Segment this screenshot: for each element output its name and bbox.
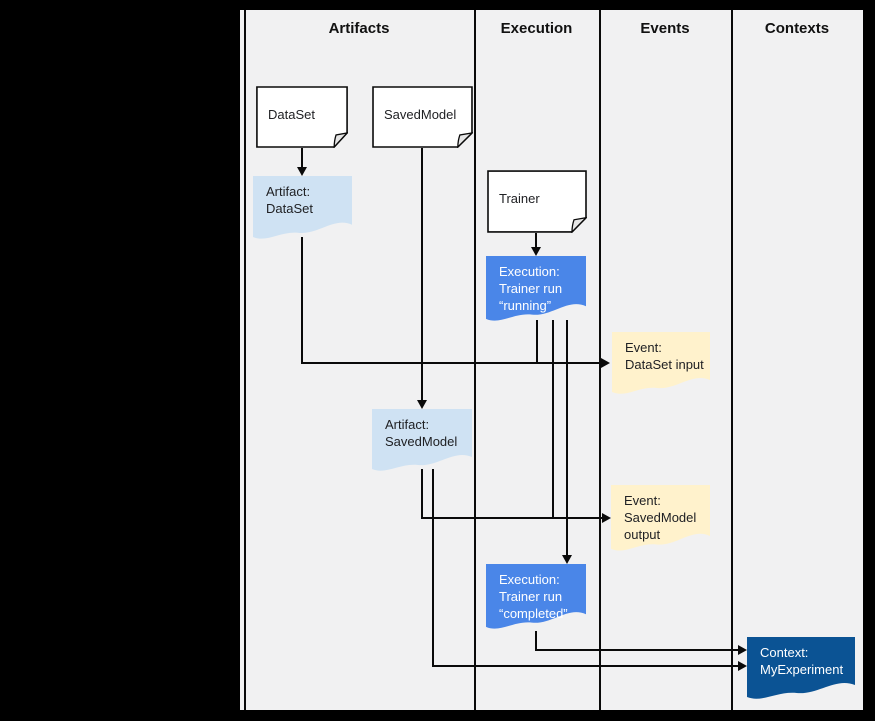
edge-execution-running-to-event-input <box>536 320 538 363</box>
edge-to-event-savedmodel-output <box>421 517 602 519</box>
wave-shape <box>611 485 710 551</box>
flag-event-dataset-input-label: Event: DataSet input <box>625 340 704 372</box>
arrowhead-down-icon <box>297 167 307 176</box>
edge-trainer-to-execution-running <box>535 233 537 247</box>
column-divider-3 <box>731 10 733 710</box>
column-divider-2 <box>599 10 601 710</box>
edge-artifact-savedmodel-to-context <box>432 469 434 666</box>
edge-to-event-dataset-input <box>301 362 601 364</box>
edge-artifact-savedmodel-to-context <box>432 665 738 667</box>
column-divider-1 <box>474 10 476 710</box>
wave-shape <box>253 176 352 239</box>
edge-dataset-to-artifact-dataset <box>301 148 303 168</box>
wave-shape <box>747 637 855 699</box>
flag-execution-running-label: Execution: Trainer run “running” <box>499 264 563 313</box>
edge-execution-running-to-event-output <box>552 320 554 518</box>
wave-shape <box>612 332 710 394</box>
flag-execution-completed: Execution: Trainer run “completed” <box>486 564 586 631</box>
edge-savedmodel-to-artifact-savedmodel <box>421 148 423 400</box>
mlmd-flow-diagram: Artifacts Execution Events Contexts Data… <box>240 10 863 710</box>
arrowhead-right-icon <box>738 645 747 655</box>
flag-event-dataset-input: Event: DataSet input <box>612 332 710 396</box>
flag-artifact-dataset-label: Artifact: DataSet <box>266 184 313 216</box>
flag-context-myexperiment: Context: MyExperiment <box>747 637 855 701</box>
flag-artifact-savedmodel-label: Artifact: SavedModel <box>385 417 458 449</box>
doc-trainer: Trainer <box>487 170 587 233</box>
flag-artifact-savedmodel: Artifact: SavedModel <box>372 409 472 473</box>
edge-running-to-completed <box>566 320 568 555</box>
column-header-contexts: Contexts <box>764 20 830 37</box>
arrowhead-down-icon <box>531 247 541 256</box>
doc-trainer-label: Trainer <box>499 191 540 206</box>
edge-completed-to-context <box>535 631 537 650</box>
arrowhead-down-icon <box>417 400 427 409</box>
flag-execution-running: Execution: Trainer run “running” <box>486 256 586 323</box>
flag-artifact-dataset: Artifact: DataSet <box>253 176 352 241</box>
column-header-artifacts: Artifacts <box>328 20 390 37</box>
doc-dataset: DataSet <box>256 86 348 148</box>
edge-artifact-dataset-to-event-input <box>301 237 303 363</box>
arrowhead-right-icon <box>738 661 747 671</box>
wave-shape <box>372 409 472 471</box>
wave-shape <box>486 256 586 321</box>
arrowhead-right-icon <box>601 358 610 368</box>
column-header-execution: Execution <box>500 20 573 37</box>
document-shape <box>487 170 587 233</box>
flag-event-savedmodel-output: Event: SavedModel output <box>611 485 710 553</box>
arrowhead-right-icon <box>602 513 611 523</box>
document-shape <box>256 86 348 148</box>
flag-execution-completed-label: Execution: Trainer run “completed” <box>499 572 568 621</box>
document-shape <box>372 86 473 148</box>
wave-shape <box>486 564 586 629</box>
canvas-left-border <box>244 10 246 710</box>
edge-completed-to-context <box>535 649 738 651</box>
column-header-events: Events <box>640 20 690 37</box>
doc-savedmodel: SavedModel <box>372 86 473 148</box>
flag-event-savedmodel-output-label: Event: SavedModel output <box>624 493 697 542</box>
flag-context-myexperiment-label: Context: MyExperiment <box>760 645 844 677</box>
doc-savedmodel-label: SavedModel <box>384 106 457 122</box>
edge-artifact-savedmodel-to-event-output <box>421 469 423 518</box>
doc-dataset-label: DataSet <box>268 106 315 122</box>
arrowhead-down-icon <box>562 555 572 564</box>
